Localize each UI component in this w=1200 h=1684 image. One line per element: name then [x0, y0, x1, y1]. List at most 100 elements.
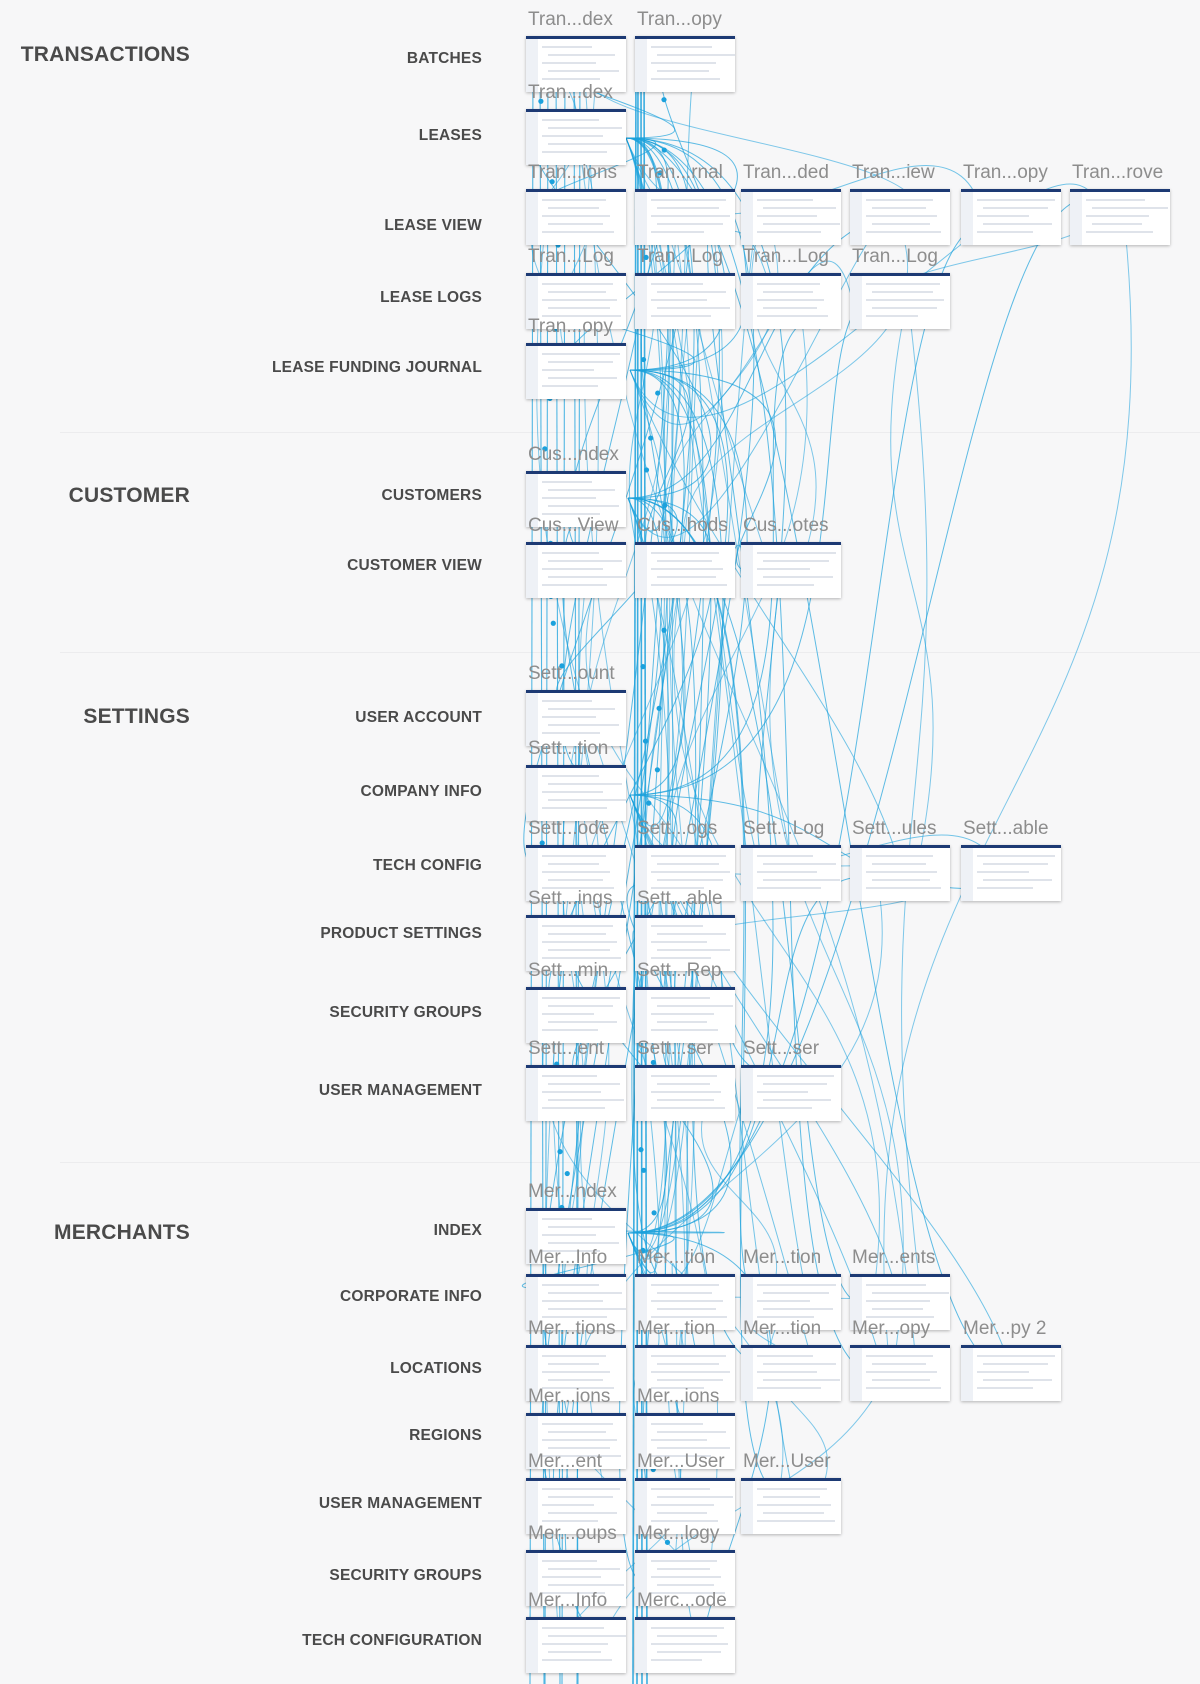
connector-dot: [655, 390, 661, 396]
thumbnail-content-line: [657, 223, 723, 225]
screen-thumbnail[interactable]: [526, 36, 626, 92]
screen-thumbnail[interactable]: [635, 845, 735, 901]
thumbnail-content-line: [757, 1520, 835, 1522]
thumbnail-sidebar: [526, 346, 538, 399]
screen-thumbnail[interactable]: [961, 845, 1061, 901]
screen-thumbnail[interactable]: [741, 542, 841, 598]
thumbnail-content-line: [872, 1292, 949, 1294]
screen-thumbnail[interactable]: [635, 189, 735, 245]
connector-dot: [642, 738, 649, 744]
screen-thumbnail[interactable]: [526, 845, 626, 901]
screen-thumbnail[interactable]: [741, 1065, 841, 1121]
connector-line: [629, 369, 729, 946]
screen-thumbnail[interactable]: [635, 1478, 735, 1534]
screen-thumbnail[interactable]: [961, 189, 1061, 245]
screen-thumbnail[interactable]: [635, 1345, 735, 1401]
screen-thumbnail[interactable]: [635, 36, 735, 92]
screen-thumbnail[interactable]: [526, 987, 626, 1043]
connector-line: [629, 369, 704, 875]
thumbnail-content-line: [548, 1242, 619, 1244]
row-label: LOCATIONS: [390, 1360, 482, 1377]
screen-thumbnail[interactable]: [635, 1274, 735, 1330]
thumbnail-sidebar: [526, 1348, 538, 1401]
thumbnail-content-line: [657, 949, 730, 951]
screen-thumbnail[interactable]: [526, 1617, 626, 1673]
screen-title: Mer...User: [637, 1451, 725, 1472]
screen-title: Mer...User: [743, 1451, 831, 1472]
screen-thumbnail[interactable]: [635, 1550, 735, 1606]
thumbnail-content-line: [548, 1496, 613, 1498]
thumbnail-content-line: [657, 1584, 714, 1586]
screen-thumbnail[interactable]: [526, 1274, 626, 1330]
thumbnail-sidebar: [961, 1348, 973, 1401]
screen-thumbnail[interactable]: [741, 273, 841, 329]
screen-title: Mer...py 2: [963, 1318, 1047, 1339]
screen-thumbnail[interactable]: [526, 542, 626, 598]
thumbnail-content-line: [542, 1423, 613, 1425]
screen-thumbnail[interactable]: [635, 273, 735, 329]
screen-thumbnail[interactable]: [635, 542, 735, 598]
screen-thumbnail[interactable]: [850, 1345, 950, 1401]
section-divider: [60, 1162, 1200, 1163]
thumbnail-content-line: [542, 78, 600, 80]
screen-thumbnail[interactable]: [635, 915, 735, 971]
thumbnail-sidebar: [635, 1068, 647, 1121]
thumbnail-content-line: [872, 863, 926, 865]
screen-thumbnail[interactable]: [526, 343, 626, 399]
thumbnail-content-line: [983, 207, 1048, 209]
screen-thumbnail[interactable]: [526, 109, 626, 165]
thumbnail-content-line: [763, 1512, 824, 1514]
screen-thumbnail[interactable]: [526, 765, 626, 821]
screen-thumbnail[interactable]: [741, 845, 841, 901]
screen-thumbnail[interactable]: [526, 915, 626, 971]
screen-thumbnail[interactable]: [741, 1345, 841, 1401]
thumbnail-content-line: [657, 1308, 716, 1310]
screen-thumbnail[interactable]: [526, 1208, 626, 1264]
screen-thumbnail[interactable]: [526, 471, 626, 527]
thumbnail-content-line: [757, 552, 836, 554]
screen-thumbnail[interactable]: [850, 189, 950, 245]
screen-thumbnail[interactable]: [741, 189, 841, 245]
screen-thumbnail[interactable]: [635, 1065, 735, 1121]
connector-line: [556, 497, 678, 702]
thumbnail-content-line: [548, 879, 603, 881]
screen-thumbnail[interactable]: [1070, 189, 1170, 245]
screen-thumbnail[interactable]: [741, 1478, 841, 1534]
thumbnail-content-line: [651, 199, 726, 201]
screen-thumbnail[interactable]: [635, 1413, 735, 1469]
screen-thumbnail[interactable]: [526, 1478, 626, 1534]
screen-thumbnail[interactable]: [850, 845, 950, 901]
thumbnail-content-line: [866, 855, 933, 857]
thumbnail-content-line: [651, 1455, 711, 1457]
thumbnail-content-line: [542, 700, 592, 702]
screen-thumbnail[interactable]: [961, 1345, 1061, 1401]
thumbnail-content-line: [657, 307, 730, 309]
connector-dot: [646, 800, 652, 806]
screen-thumbnail[interactable]: [526, 1065, 626, 1121]
row-label: TECH CONFIGURATION: [302, 1632, 482, 1649]
thumbnail-content-line: [757, 1387, 821, 1389]
screen-thumbnail[interactable]: [526, 189, 626, 245]
screen-thumbnail[interactable]: [526, 273, 626, 329]
thumbnail-content-line: [763, 863, 836, 865]
screen-thumbnail[interactable]: [526, 1345, 626, 1401]
screen-thumbnail[interactable]: [635, 1617, 735, 1673]
thumbnail-content-line: [542, 1218, 592, 1220]
thumbnail-content-line: [866, 299, 944, 301]
screen-thumbnail[interactable]: [526, 1550, 626, 1606]
screen-thumbnail[interactable]: [850, 1274, 950, 1330]
screen-thumbnail[interactable]: [635, 987, 735, 1043]
thumbnail-content-line: [651, 855, 726, 857]
thumbnail-sidebar: [850, 192, 862, 245]
thumbnail-content-line: [866, 199, 933, 201]
screen-thumbnail[interactable]: [526, 1413, 626, 1469]
thumbnail-content-line: [651, 925, 703, 927]
thumbnail-content-line: [983, 863, 1048, 865]
thumbnail-content-line: [866, 1300, 930, 1302]
screen-thumbnail[interactable]: [741, 1274, 841, 1330]
screen-thumbnail[interactable]: [526, 690, 626, 746]
thumbnail-header: [526, 109, 626, 112]
screen-thumbnail[interactable]: [850, 273, 950, 329]
thumbnail-content-line: [651, 299, 707, 301]
connector-dot: [643, 254, 649, 261]
